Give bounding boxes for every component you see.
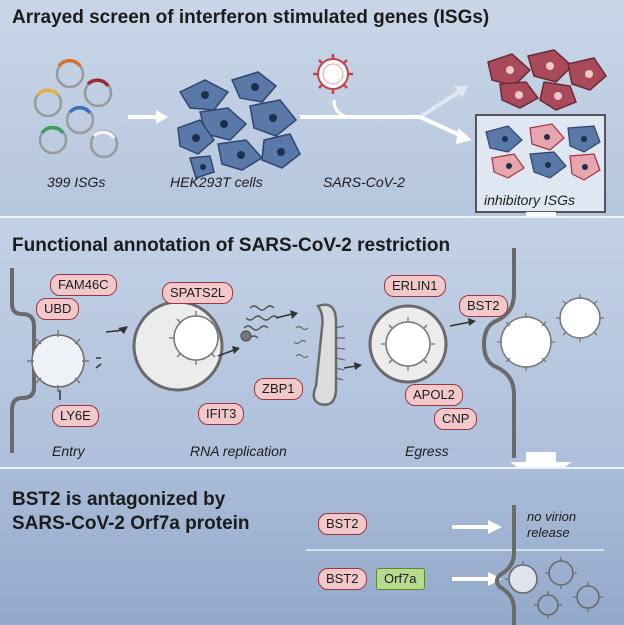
pill-orf7a: Orf7a bbox=[376, 568, 425, 590]
pill-bst2-alone: BST2 bbox=[318, 513, 367, 535]
arrow-icon bbox=[217, 346, 240, 357]
panel-antagonism-title-line2: SARS-CoV-2 Orf7a protein bbox=[12, 513, 250, 534]
arrow-icon bbox=[452, 572, 502, 586]
panel-annotation-title: Functional annotation of SARS-CoV-2 rest… bbox=[12, 235, 451, 256]
panel-screen: Arrayed screen of interferon stimulated … bbox=[0, 0, 624, 216]
cell-icon bbox=[177, 71, 301, 179]
virus-icon bbox=[27, 330, 89, 392]
antagonism-illustration bbox=[306, 505, 604, 625]
pill-ubd: UBD bbox=[36, 298, 80, 320]
virus-icon bbox=[313, 54, 353, 94]
arrow-icon bbox=[449, 318, 476, 327]
vesicle-icon bbox=[368, 304, 448, 384]
arrow-icon bbox=[452, 520, 502, 534]
label-isgs: 399 ISGs bbox=[47, 174, 106, 190]
arrow-icon bbox=[510, 452, 572, 469]
arrow-icon bbox=[343, 362, 362, 370]
screen-illustration bbox=[33, 49, 607, 216]
panel-screen-title: Arrayed screen of interferon stimulated … bbox=[12, 7, 490, 28]
panel-antagonism: BST2 is antagonized by SARS-CoV-2 Orf7a … bbox=[0, 467, 624, 625]
pill-bst2-with-orf7a: BST2 bbox=[318, 568, 367, 590]
plasmid-icon bbox=[33, 58, 119, 159]
membrane-icon bbox=[481, 248, 516, 458]
pill-spats2l: SPATS2L bbox=[162, 282, 234, 304]
label-inhibitory: inhibitory ISGs bbox=[484, 192, 576, 208]
virus-icon bbox=[505, 557, 603, 619]
pill-bst2: BST2 bbox=[459, 295, 508, 317]
stage-replication: RNA replication bbox=[190, 443, 287, 459]
label-virus: SARS-CoV-2 bbox=[323, 174, 405, 190]
pill-erlin1: ERLIN1 bbox=[384, 275, 446, 297]
no-virion-line1: no virion bbox=[527, 509, 577, 524]
restriction-illustration bbox=[10, 248, 604, 469]
cell-icon bbox=[487, 49, 607, 111]
no-virion-line2: release bbox=[527, 525, 570, 540]
arrow-icon bbox=[300, 86, 472, 144]
stage-entry: Entry bbox=[52, 443, 85, 459]
pill-ly6e: LY6E bbox=[52, 405, 99, 427]
virus-icon bbox=[497, 294, 604, 371]
stage-egress: Egress bbox=[405, 443, 449, 459]
panel-annotation: Functional annotation of SARS-CoV-2 rest… bbox=[0, 216, 624, 469]
pill-apol2: APOL2 bbox=[405, 384, 463, 406]
pill-ifit3: IFIT3 bbox=[198, 403, 245, 425]
panel-antagonism-title-line1: BST2 is antagonized by bbox=[12, 489, 226, 510]
pill-cnp: CNP bbox=[434, 408, 478, 430]
arrow-icon bbox=[526, 212, 556, 216]
membrane-icon bbox=[495, 505, 516, 625]
cell-icon bbox=[485, 123, 601, 181]
arrow-icon bbox=[128, 110, 168, 124]
membrane-icon bbox=[293, 303, 346, 406]
pill-fam46c: FAM46C bbox=[50, 274, 117, 296]
arrow-icon bbox=[275, 310, 298, 319]
rna-icon bbox=[240, 305, 279, 342]
pill-zbp1: ZBP1 bbox=[254, 378, 303, 400]
label-cells: HEK293T cells bbox=[170, 174, 263, 190]
vesicle-icon bbox=[132, 300, 224, 392]
arrow-icon bbox=[105, 326, 128, 334]
